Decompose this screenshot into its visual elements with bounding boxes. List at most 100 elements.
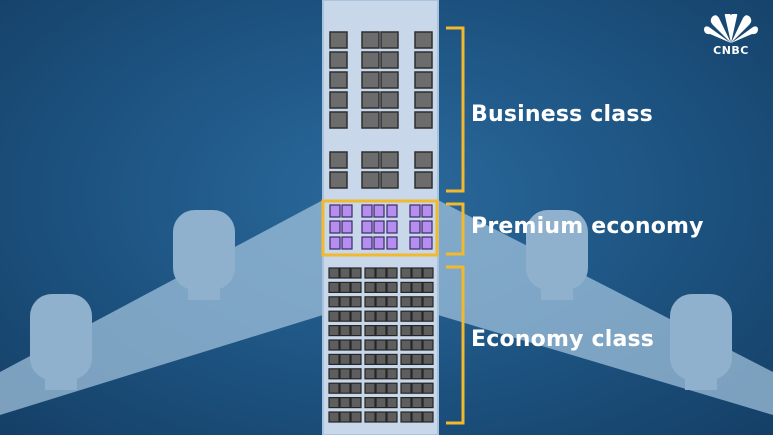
business-seat <box>361 111 380 129</box>
economy-seat <box>328 411 340 423</box>
business-seat <box>380 111 399 129</box>
premium-seat <box>361 236 373 250</box>
economy-seat <box>364 368 376 380</box>
economy-seat <box>339 339 351 351</box>
cnbc-logo: CNBC <box>703 12 759 60</box>
economy-seat <box>400 296 412 308</box>
economy-seat <box>339 411 351 423</box>
economy-seat <box>411 339 423 351</box>
economy-seat <box>350 397 362 409</box>
business-seat <box>414 51 433 69</box>
economy-seat <box>375 339 387 351</box>
economy-seat <box>375 325 387 337</box>
business-seat <box>329 31 348 49</box>
economy-seat <box>328 281 340 293</box>
economy-seat <box>400 368 412 380</box>
economy-seat <box>364 397 376 409</box>
economy-seat <box>339 310 351 322</box>
premium-seat <box>409 236 421 250</box>
economy-seat <box>328 368 340 380</box>
economy-seat <box>328 310 340 322</box>
business-seat <box>329 51 348 69</box>
economy-seat <box>350 368 362 380</box>
business-seat <box>380 171 399 189</box>
economy-seat <box>375 353 387 365</box>
premium-seat <box>409 220 421 234</box>
premium-seat <box>386 204 398 218</box>
economy-seat <box>386 382 398 394</box>
economy-seat <box>386 353 398 365</box>
premium-seat <box>421 204 433 218</box>
premium-seat <box>373 204 385 218</box>
economy-seat <box>364 281 376 293</box>
economy-seat <box>411 353 423 365</box>
economy-seat <box>400 353 412 365</box>
economy-seat <box>375 267 387 279</box>
economy-seat <box>386 296 398 308</box>
business-seat <box>380 91 399 109</box>
economy-seat <box>350 281 362 293</box>
economy-seat <box>422 353 434 365</box>
economy-seat <box>328 382 340 394</box>
economy-seat <box>386 368 398 380</box>
economy-seat <box>364 310 376 322</box>
engine-left-outer <box>30 294 92 390</box>
economy-seat <box>422 325 434 337</box>
business-seat <box>414 171 433 189</box>
economy-seat <box>339 325 351 337</box>
economy-seat <box>400 267 412 279</box>
economy-seat <box>422 411 434 423</box>
premium-seat <box>341 236 353 250</box>
economy-seat <box>400 411 412 423</box>
economy-seat <box>350 411 362 423</box>
economy-seat <box>386 281 398 293</box>
business-seat <box>361 71 380 89</box>
premium-seat <box>386 236 398 250</box>
business-seat <box>329 91 348 109</box>
economy-seat <box>422 382 434 394</box>
economy-class-bracket <box>446 265 465 425</box>
economy-seat <box>422 368 434 380</box>
economy-seat <box>350 339 362 351</box>
engine-right-outer <box>670 294 732 390</box>
economy-seat <box>422 339 434 351</box>
economy-seat <box>364 296 376 308</box>
economy-seat <box>422 296 434 308</box>
premium-seat <box>373 236 385 250</box>
economy-seat <box>375 310 387 322</box>
economy-seat <box>400 339 412 351</box>
economy-seat <box>375 296 387 308</box>
economy-seat <box>400 382 412 394</box>
economy-class-label: Economy class <box>471 327 655 352</box>
economy-seat <box>375 397 387 409</box>
economy-seat <box>339 368 351 380</box>
premium-seat <box>329 220 341 234</box>
economy-seat <box>411 296 423 308</box>
business-seat <box>361 91 380 109</box>
premium-seat <box>373 220 385 234</box>
engine-right-inner <box>526 210 588 300</box>
economy-seat <box>364 267 376 279</box>
economy-seat <box>328 325 340 337</box>
economy-seat <box>375 411 387 423</box>
economy-seat <box>364 325 376 337</box>
economy-seat <box>339 397 351 409</box>
economy-seat <box>350 353 362 365</box>
premium-seat <box>341 220 353 234</box>
business-seat <box>361 31 380 49</box>
economy-seat <box>375 281 387 293</box>
economy-seat <box>411 397 423 409</box>
economy-seat <box>400 397 412 409</box>
business-seat <box>414 71 433 89</box>
business-seat <box>380 71 399 89</box>
business-seat <box>414 111 433 129</box>
premium-seat <box>386 220 398 234</box>
business-class-bracket <box>446 26 465 193</box>
business-seat <box>361 51 380 69</box>
premium-seat <box>421 220 433 234</box>
economy-seat <box>386 397 398 409</box>
business-seat <box>380 151 399 169</box>
economy-seat <box>328 353 340 365</box>
economy-seat <box>350 296 362 308</box>
economy-seat <box>328 267 340 279</box>
